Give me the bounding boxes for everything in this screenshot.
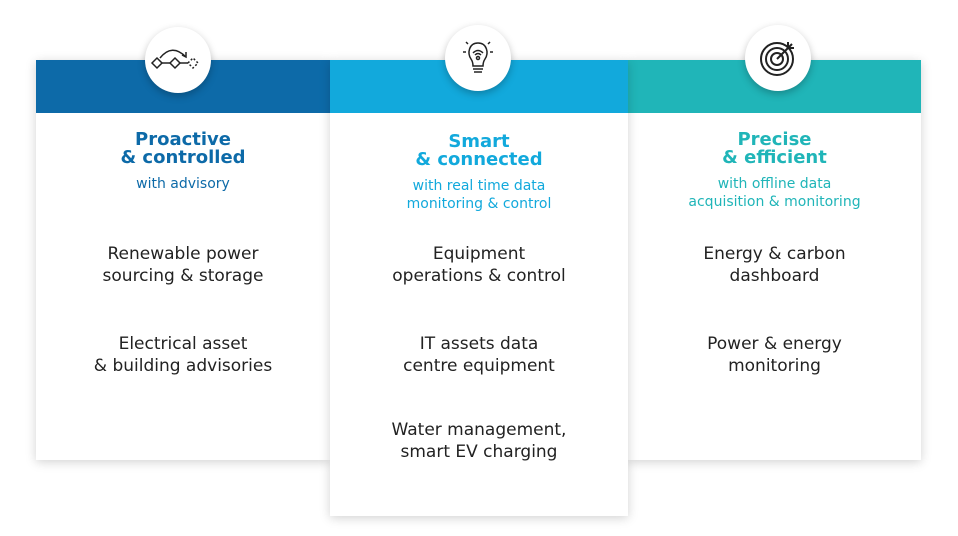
card-title: Smart & connected <box>330 133 628 169</box>
title-line: Smart <box>448 131 510 152</box>
card-title: Precise & efficient <box>628 131 921 167</box>
target-icon <box>745 25 811 91</box>
workflow-icon <box>145 27 211 93</box>
card-title: Proactive & controlled <box>36 131 330 167</box>
feature-item: Electrical asset& building advisories <box>93 334 273 376</box>
title-line: & efficient <box>722 147 827 168</box>
title-line: & connected <box>415 149 543 170</box>
card-proactive-controlled: Proactive & controlled with advisory Ren… <box>36 60 330 460</box>
card-subtitle: with advisory <box>136 176 230 192</box>
title-line: Precise <box>737 129 812 150</box>
smart-bulb-icon <box>445 25 511 91</box>
title-line: & controlled <box>120 147 246 168</box>
title-line: Proactive <box>135 129 231 150</box>
feature-item: Water management,smart EV charging <box>391 420 567 462</box>
